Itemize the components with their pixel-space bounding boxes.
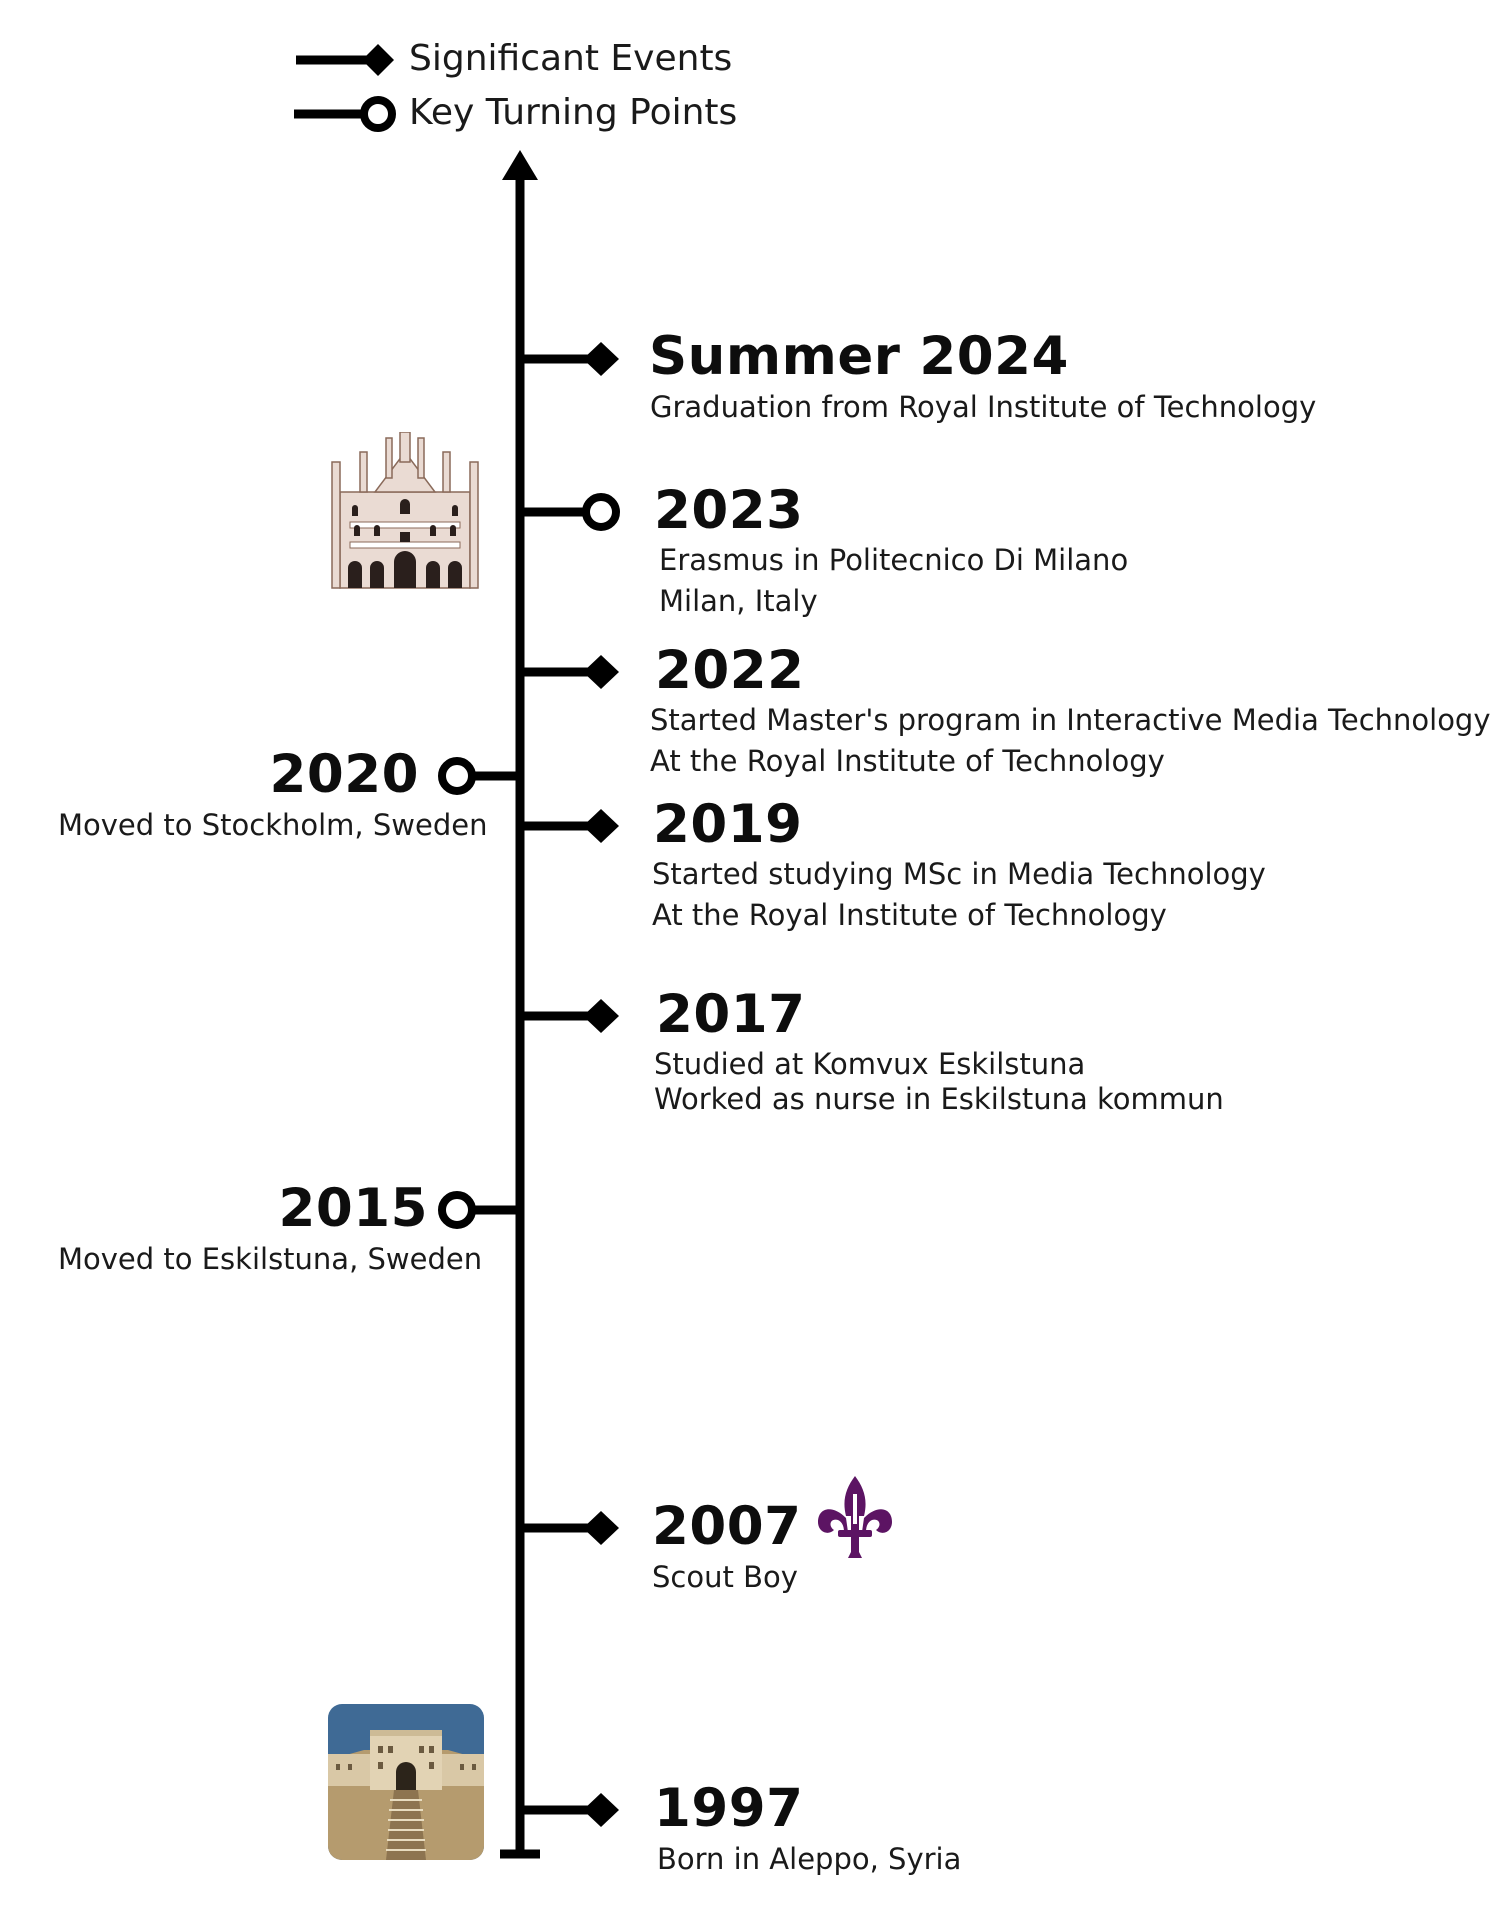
event-year: 2020 (269, 744, 419, 805)
event-year: 2023 (654, 480, 804, 541)
event-year: 2017 (656, 984, 806, 1045)
aleppo-citadel-icon (328, 1704, 484, 1860)
connector-2023 (520, 493, 620, 531)
event-year: 2007 (652, 1496, 802, 1557)
event-description: Scout Boy (652, 1560, 798, 1594)
event-description: Born in Aleppo, Syria (657, 1842, 962, 1876)
event-description: Milan, Italy (659, 584, 818, 618)
connector-2017 (520, 999, 619, 1033)
event-description: Started Master's program in Interactive … (650, 703, 1491, 737)
legend-significant-label: Significant Events (409, 38, 733, 79)
event-description: Started studying MSc in Media Technology (652, 857, 1266, 891)
milan-cathedral-icon (331, 432, 479, 589)
event-description: At the Royal Institute of Technology (652, 898, 1167, 932)
event-description: Erasmus in Politecnico Di Milano (659, 543, 1129, 577)
connector-1997 (520, 1793, 619, 1827)
axis-arrow-icon (502, 150, 538, 180)
event-description: At the Royal Institute of Technology (650, 744, 1165, 778)
legend-turning-label: Key Turning Points (409, 92, 738, 133)
event-description: Moved to Eskilstuna, Sweden (58, 1242, 483, 1276)
event-description: Worked as nurse in Eskilstuna kommun (654, 1082, 1224, 1116)
event-description: Moved to Stockholm, Sweden (58, 808, 488, 842)
connector-2022 (520, 655, 619, 689)
legend-significant-marker (296, 44, 394, 76)
connector-summer-2024 (520, 342, 619, 376)
event-year: 2022 (655, 640, 805, 701)
event-year: Summer 2024 (649, 326, 1069, 387)
connector-2020 (438, 757, 520, 795)
legend-turning-marker (294, 96, 396, 132)
connector-2019 (520, 809, 619, 843)
scout-fleur-de-lis-icon (818, 1476, 892, 1558)
event-description: Studied at Komvux Eskilstuna (654, 1047, 1086, 1081)
event-year: 1997 (654, 1778, 804, 1839)
connector-2015 (438, 1191, 520, 1229)
connector-2007 (520, 1511, 619, 1545)
event-description: Graduation from Royal Institute of Techn… (650, 390, 1317, 424)
event-year: 2015 (278, 1178, 428, 1239)
event-year: 2019 (653, 794, 803, 855)
